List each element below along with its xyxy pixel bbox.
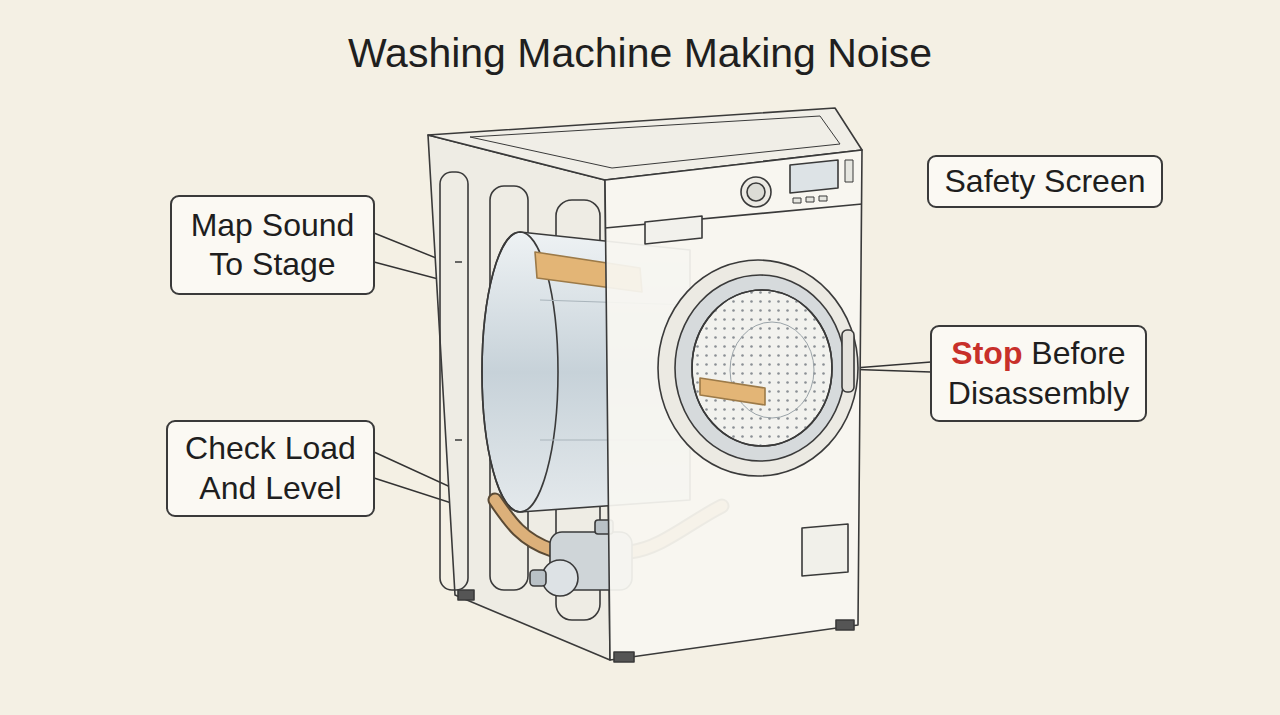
drum-inner-back — [730, 322, 814, 418]
front-panel — [605, 150, 862, 660]
panel-divider — [605, 204, 862, 228]
machine-foot — [836, 620, 854, 630]
machine-foot — [458, 590, 474, 600]
door-glass — [692, 290, 832, 446]
drum-paddle — [700, 378, 765, 405]
callout-text: Safety Screen — [945, 162, 1146, 201]
panel-button — [806, 197, 814, 202]
drain-hose — [495, 500, 552, 550]
diagram-title: Washing Machine Making Noise — [0, 30, 1280, 77]
washer-body — [428, 108, 862, 662]
callout-text: Map Sound To Stage — [180, 206, 365, 284]
callout-box: Safety Screen — [927, 155, 1163, 208]
callout-box: Check Load And Level — [166, 420, 375, 517]
pump-outlet — [530, 570, 546, 586]
knob-center — [747, 183, 765, 201]
emphasis-word: Stop — [951, 335, 1022, 371]
detergent-drawer — [645, 216, 702, 244]
callout-text: Check Load And Level — [176, 429, 365, 507]
machine-foot — [614, 652, 634, 662]
panel-button — [845, 160, 853, 182]
display — [790, 160, 838, 193]
frame-bracket — [455, 262, 462, 440]
panel-button — [793, 198, 801, 203]
frame-strut — [440, 172, 468, 590]
panel-button — [819, 196, 827, 201]
filter-hatch — [802, 524, 848, 576]
callout-box: Stop Before Disassembly — [930, 325, 1147, 422]
hose-outline — [495, 500, 552, 550]
door-gasket — [675, 275, 845, 461]
callout-text: Stop Before Disassembly — [940, 334, 1137, 412]
drum-perforation — [692, 290, 832, 446]
door-ring — [658, 260, 858, 476]
callout-box: Map Sound To Stage — [170, 195, 375, 295]
door-handle — [842, 330, 854, 392]
program-knob — [741, 177, 771, 207]
pump-housing — [542, 560, 578, 596]
